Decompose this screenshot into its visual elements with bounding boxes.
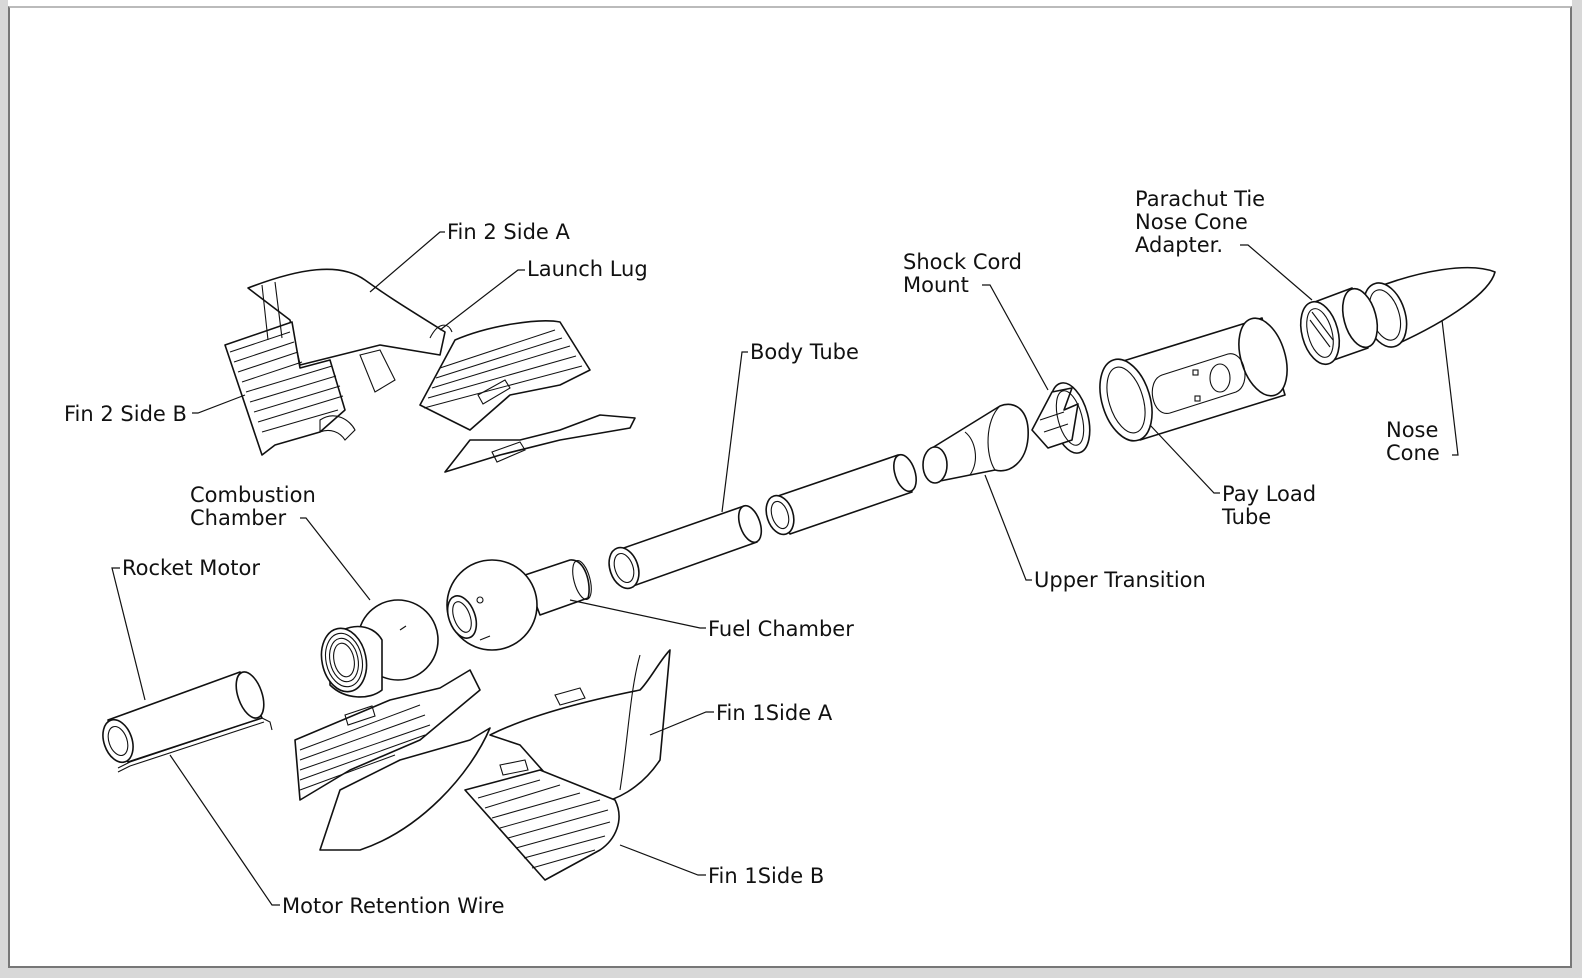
upper-transition-part — [922, 403, 1029, 484]
label-rocket-motor: Rocket Motor — [122, 556, 260, 580]
drawing-border — [8, 6, 1572, 968]
leader-lines — [111, 231, 1459, 906]
label-pay-load-tube-line2: Tube — [1221, 505, 1271, 529]
fin1-hatching — [299, 704, 611, 869]
label-combustion-chamber-line1: Combustion — [190, 483, 316, 507]
combustion-chamber-part — [320, 599, 439, 698]
label-fin2-side-b: Fin 2 Side B — [64, 402, 187, 426]
label-motor-retention-wire: Motor Retention Wire — [282, 894, 505, 918]
label-pay-load-tube-line1: Pay Load — [1222, 482, 1316, 506]
label-combustion-chamber-line2: Chamber — [190, 506, 287, 530]
shock-cord-mount-part — [1031, 382, 1091, 454]
label-shock-cord-mount-line2: Mount — [903, 273, 969, 297]
motor-retention-wire-part — [117, 717, 273, 773]
label-parachute-tie-line3: Adapter. — [1135, 233, 1223, 257]
body-tube-lower-part — [608, 504, 763, 590]
label-fuel-chamber: Fuel Chamber — [708, 617, 854, 641]
label-upper-transition: Upper Transition — [1034, 568, 1206, 592]
fin2-assembly-part — [224, 268, 636, 473]
rocket-motor-part — [102, 671, 265, 764]
label-nose-cone-line1: Nose — [1386, 418, 1438, 442]
payload-tube-part — [1099, 317, 1288, 442]
sheet-shadow-left — [0, 0, 8, 978]
parachute-tie-adapter-part — [1299, 287, 1379, 366]
label-parachute-tie-line2: Nose Cone — [1135, 210, 1248, 234]
label-body-tube: Body Tube — [750, 340, 859, 364]
fin2-hatching — [229, 329, 583, 433]
part-labels: Fin 2 Side A Launch Lug Fin 2 Side B Com… — [64, 187, 1440, 918]
label-fin1-side-b: Fin 1Side B — [708, 864, 824, 888]
fuel-chamber-part — [446, 559, 592, 651]
label-parachute-tie-line1: Parachut Tie — [1135, 187, 1265, 211]
nose-cone-part — [1362, 266, 1496, 348]
label-shock-cord-mount-line1: Shock Cord — [903, 250, 1022, 274]
label-fin1-side-a: Fin 1Side A — [716, 701, 833, 725]
label-fin2-side-a: Fin 2 Side A — [447, 220, 570, 244]
fin1-assembly-part — [294, 649, 671, 881]
label-nose-cone-line2: Cone — [1386, 441, 1440, 465]
sheet-shadow-right — [1572, 0, 1582, 978]
label-launch-lug: Launch Lug — [527, 257, 648, 281]
body-tube-upper-part — [765, 453, 917, 536]
sheet-shadow-bottom — [0, 968, 1582, 978]
